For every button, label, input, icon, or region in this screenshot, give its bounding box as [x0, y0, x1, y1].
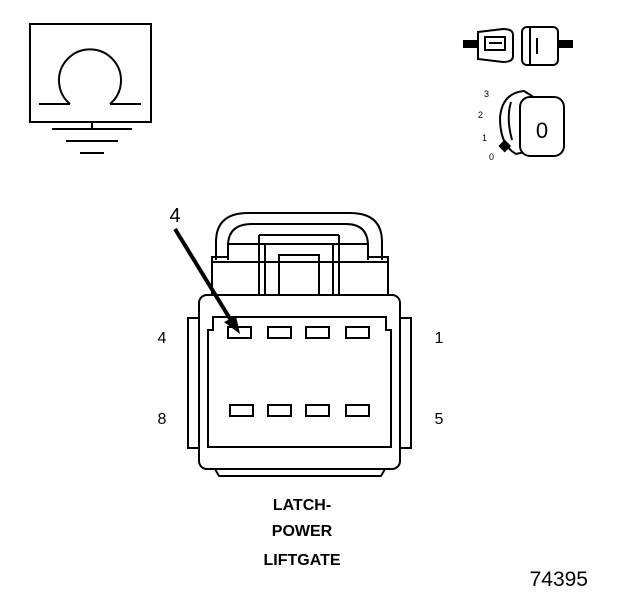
connector-title-line-2: POWER: [272, 523, 333, 540]
callout-arrow: [173, 227, 240, 334]
pin-label-bottom-left: 8: [158, 411, 167, 428]
knob-position-label: 0: [536, 118, 548, 143]
callout-number: 4: [169, 205, 180, 227]
switch-pos-2: 2: [478, 110, 483, 120]
connector-probe-icon: [463, 26, 573, 66]
figure-number: 74395: [530, 568, 588, 591]
switch-pos-3: 3: [484, 89, 489, 99]
pin-label-top-left: 4: [158, 330, 167, 347]
connector-title-line-1: LATCH-: [273, 497, 331, 514]
switch-pos-0: 0: [489, 152, 494, 162]
pin-label-bottom-right: 5: [435, 411, 444, 428]
switch-indicator: [498, 139, 512, 153]
pin-label-top-right: 1: [435, 330, 444, 347]
switch-pos-1: 1: [482, 133, 487, 143]
connector-body: [187, 212, 412, 477]
ignition-switch-icon: 0 3 2 1 0: [478, 89, 565, 162]
connector-title-line-3: LIFTGATE: [263, 552, 340, 569]
ohmmeter-ground-icon: [29, 23, 152, 154]
